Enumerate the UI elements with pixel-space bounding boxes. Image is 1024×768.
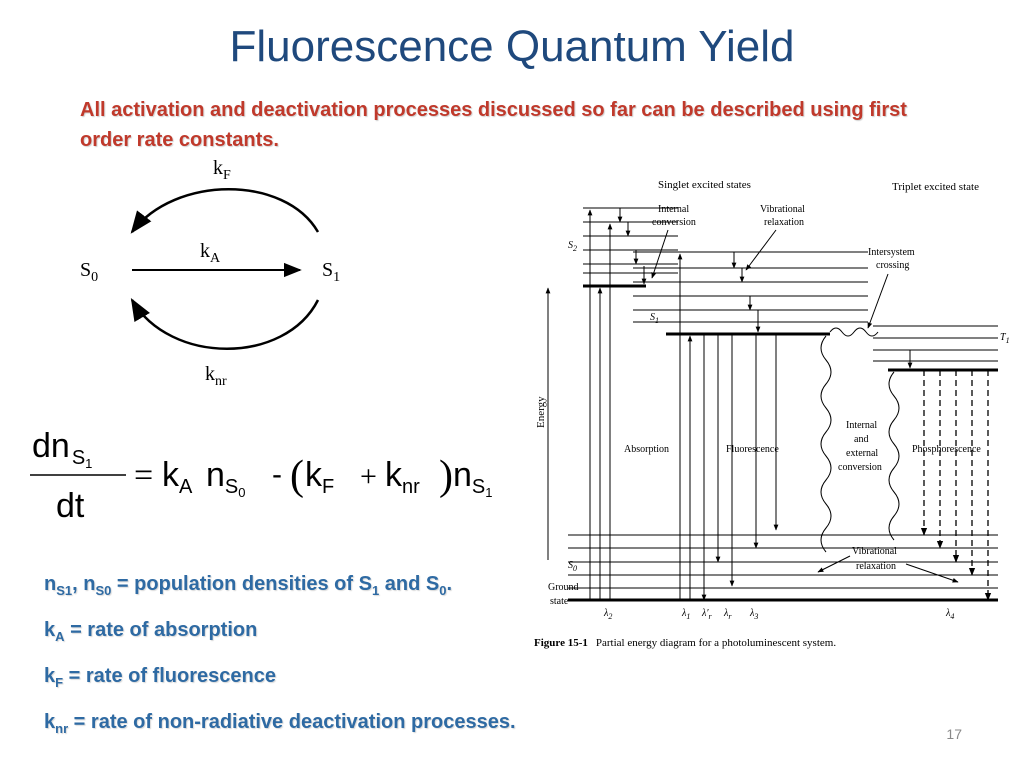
- eq-ns1: nS1: [453, 456, 493, 500]
- absorption-arrows: [587, 209, 693, 600]
- fig-heading-singlet: Singlet excited states: [658, 179, 751, 191]
- definition-knr: knr = rate of non-radiative deactivation…: [44, 711, 516, 736]
- fig-label-vib-relax2: relaxation: [764, 217, 804, 228]
- definition-populations: nS1, nS0 = population densities of S1 an…: [44, 573, 452, 598]
- vib-relaxation-arrows: [731, 252, 761, 333]
- eq-knr: knr: [385, 456, 420, 498]
- s1-levels: [633, 251, 868, 323]
- fig-lambda4: λ4: [945, 608, 954, 621]
- definition-kf: kF = rate of fluorescence: [44, 665, 276, 690]
- label-ka: kA: [200, 240, 221, 266]
- fig-label-ground: Ground: [548, 582, 579, 593]
- state-s1: S1: [322, 259, 340, 285]
- fig-label-isc2: crossing: [876, 260, 909, 271]
- fig-lambda2: λ2: [603, 608, 612, 621]
- fig-heading-triplet: Triplet excited state: [892, 181, 979, 193]
- eq-close-paren: ): [439, 453, 453, 499]
- fig-label-iec4: conversion: [838, 462, 882, 473]
- eq-open-paren: (: [290, 453, 304, 499]
- eq-dt: dt: [56, 487, 85, 525]
- vrb-pointer-right: [905, 563, 959, 583]
- page-number: 17: [946, 726, 962, 742]
- fig-label-internal-conversion2: conversion: [652, 217, 696, 228]
- fig-label-internal-conversion: Internal: [658, 204, 689, 215]
- fig-label-vib-relax-b: Vibrational: [852, 546, 897, 557]
- kf-arc: [130, 188, 320, 234]
- wavy-t1: [888, 371, 900, 541]
- fig-label-iec3: external: [846, 448, 878, 459]
- phosphorescence-arrows: [920, 370, 992, 601]
- fig-label-s0: S0: [568, 560, 577, 573]
- eq-ns0: nS0: [206, 456, 246, 500]
- fig-label-t1: T1: [1000, 332, 1010, 345]
- fig-label-phosphorescence: Phosphorescence: [912, 444, 981, 455]
- energy-diagram: Singlet excited states Triplet excited s…: [534, 179, 1010, 649]
- t1-levels: [873, 325, 998, 362]
- s2-levels: [583, 207, 678, 274]
- ic-pointer: [651, 229, 669, 279]
- label-kf: kF: [213, 157, 231, 183]
- fig-label-iec2: and: [854, 434, 868, 445]
- eq-kf: kF: [305, 456, 334, 498]
- fig-label-isc: Intersystem: [868, 247, 915, 258]
- fluorescence-arrows: [701, 334, 779, 601]
- kinetic-scheme: S0 S1 kF kA knr: [80, 157, 340, 389]
- fig-lambda-r-prime: λ′r: [701, 608, 713, 621]
- fig-label-fluorescence: Fluorescence: [726, 444, 779, 455]
- definition-ka: kA = rate of absorption: [44, 619, 258, 644]
- eq-equals: =: [134, 457, 153, 494]
- vrb-pointer-left: [817, 555, 851, 573]
- knr-arc: [130, 298, 320, 350]
- fig-lambda-r: λr: [723, 608, 732, 621]
- fig-label-vib-relax: Vibrational: [760, 204, 805, 215]
- fig-lambda3: λ3: [749, 608, 758, 621]
- fig-label-s1: S1: [650, 312, 659, 325]
- fig-label-s2: S2: [568, 240, 577, 253]
- wavy-conversion: [820, 335, 832, 553]
- slide-title: Fluorescence Quantum Yield: [229, 22, 795, 71]
- vr-pointer: [745, 229, 777, 271]
- slide-subtitle: All activation and deactivation processe…: [80, 99, 907, 151]
- fig-label-absorption: Absorption: [624, 444, 669, 455]
- internal-conversion-arrows: [617, 208, 647, 285]
- eq-plus: +: [360, 460, 377, 493]
- s0-levels: [568, 534, 998, 589]
- eq-ka: kA: [162, 456, 193, 498]
- fig-lambda1: λ1: [681, 608, 690, 621]
- fig-label-energy: Energy: [535, 396, 547, 428]
- eq-minus: -: [272, 458, 282, 491]
- fig-label-vib-relax-b2: relaxation: [856, 561, 896, 572]
- isc-pointer: [867, 273, 889, 329]
- label-knr: knr: [205, 363, 227, 389]
- fig-label-ground2: state: [550, 596, 569, 607]
- wavy-isc: [829, 327, 879, 337]
- state-s0: S0: [80, 259, 98, 285]
- fig-label-iec1: Internal: [846, 420, 877, 431]
